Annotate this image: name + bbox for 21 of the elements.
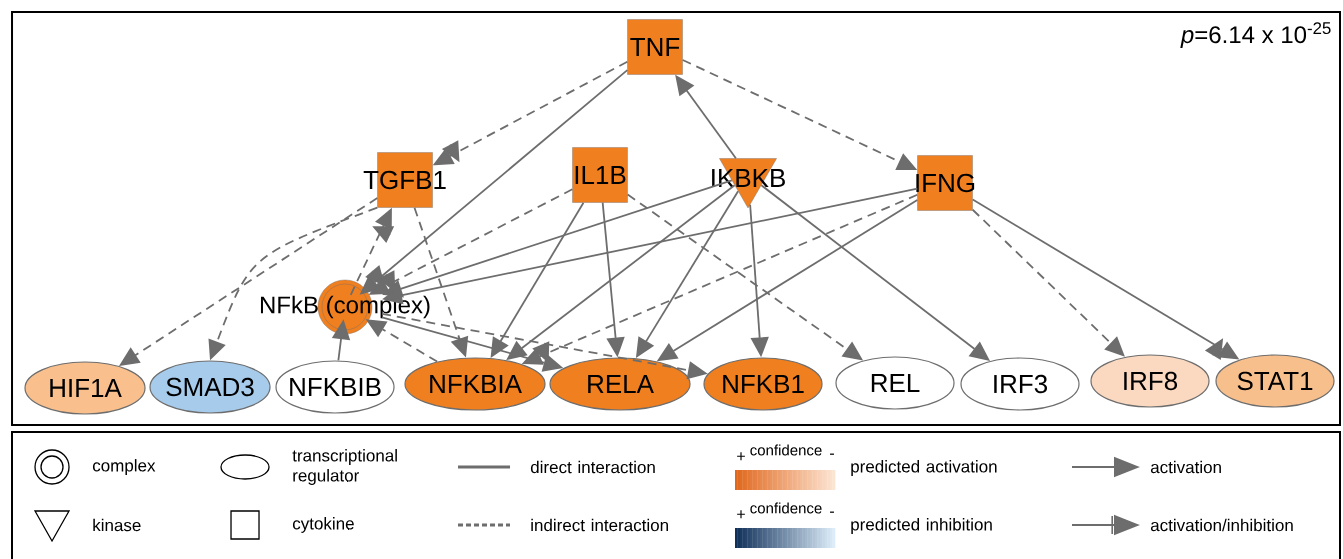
cytokine-square: IL1B	[572, 147, 628, 203]
legend-label: activation/inhibition	[1150, 518, 1293, 532]
legend-label: indirect interaction	[531, 518, 668, 532]
legend-label: direct interaction	[530, 460, 655, 474]
sign: +	[737, 510, 745, 519]
arrow	[971, 208, 1125, 357]
sign: +	[737, 452, 745, 461]
legend-label: complex	[92, 459, 156, 475]
scale-title: confidence	[750, 502, 822, 514]
legend-label: predicted inhibition	[851, 518, 992, 534]
legend-label: kinase	[93, 518, 141, 532]
sign: -	[830, 511, 834, 513]
legend-label: predicted activation	[851, 460, 997, 476]
legend-label: cytokine	[292, 517, 354, 533]
arrow	[490, 201, 585, 358]
legend-label: activation	[1150, 460, 1221, 474]
scale-title: confidence	[750, 444, 822, 456]
p-value: p=6.14 x 10$^{-25}$	[1180, 22, 1331, 48]
sign: -	[830, 453, 834, 455]
legend-label: transcriptional regulator	[292, 449, 397, 485]
cytokine-square: TNF	[627, 19, 683, 75]
